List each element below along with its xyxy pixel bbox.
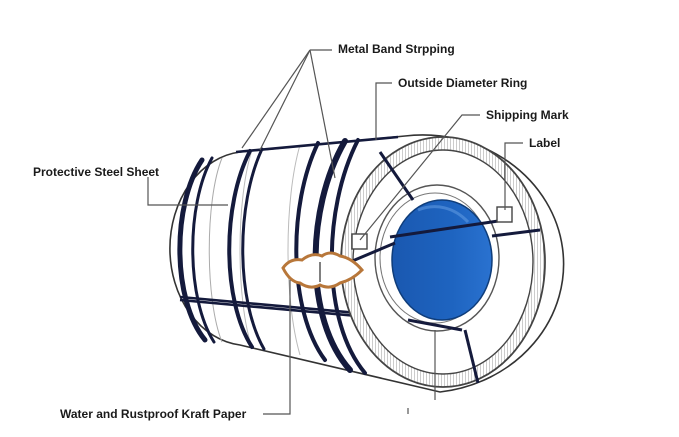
leader-lines [147, 49, 523, 415]
label-label: Label [529, 136, 561, 150]
label-protective-sheet: Protective Steel Sheet [33, 165, 160, 179]
label-outside-ring: Outside Diameter Ring [398, 76, 528, 90]
shipping-mark-box [351, 233, 368, 250]
kraft-paper-eye [281, 251, 365, 289]
label-kraft-paper: Water and Rustproof Kraft Paper [60, 407, 247, 421]
label-metal-band: Metal Band Strpping [338, 42, 455, 56]
metal-straps-end-face [349, 151, 541, 384]
coil-core [391, 199, 493, 321]
label-shipping-mark: Shipping Mark [486, 108, 569, 122]
